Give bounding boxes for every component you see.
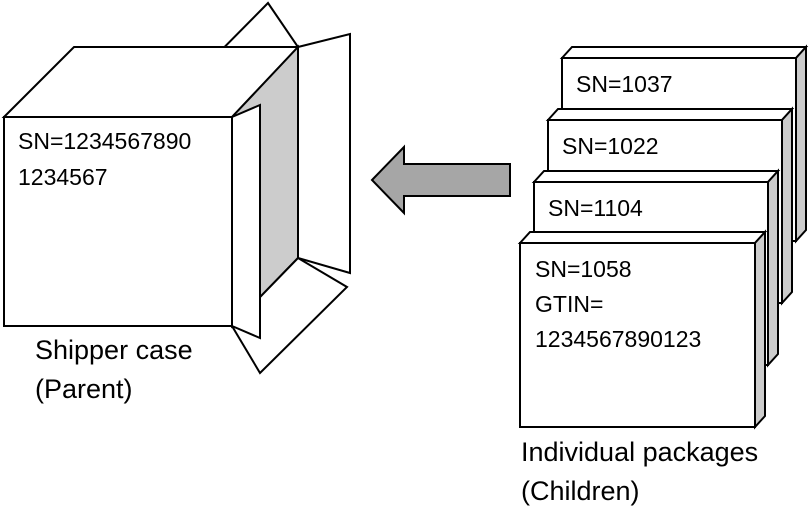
parent-serial-line2: 1234567 xyxy=(18,164,108,190)
package-4-gtin-value: 1234567890123 xyxy=(535,326,701,352)
case-right-flap xyxy=(297,32,351,275)
package-3-serial: SN=1104 xyxy=(548,195,643,221)
children-caption-line2: (Children) xyxy=(521,476,640,506)
package-4-side xyxy=(754,229,766,430)
package-1-side xyxy=(795,44,807,244)
case-front-face xyxy=(3,116,233,327)
package-3-side xyxy=(767,168,779,368)
aggregation-arrow xyxy=(370,144,511,216)
package-4-serial: SN=1058 xyxy=(535,256,632,282)
package-4-front xyxy=(519,242,756,428)
package-1-top xyxy=(559,46,809,59)
package-4-top xyxy=(517,231,768,244)
package-2-side xyxy=(781,106,793,306)
package-4-gtin-label: GTIN= xyxy=(535,291,603,317)
parent-serial-line1: SN=1234567890 xyxy=(18,128,191,154)
package-2-serial: SN=1022 xyxy=(562,133,659,159)
package-3-top xyxy=(531,170,781,183)
shipper-case: SN=1234567890 1234567 xyxy=(1,1,351,375)
package-1-serial: SN=1037 xyxy=(576,71,673,97)
package-4: SN=1058 GTIN= 1234567890123 xyxy=(517,229,768,430)
children-caption-line1: Individual packages xyxy=(521,437,758,467)
parent-caption-line2: (Parent) xyxy=(35,374,133,404)
case-bottom-flap xyxy=(230,256,349,375)
parent-caption-line1: Shipper case xyxy=(35,335,193,365)
case-front-flap xyxy=(231,103,261,340)
package-2-top xyxy=(545,108,795,121)
